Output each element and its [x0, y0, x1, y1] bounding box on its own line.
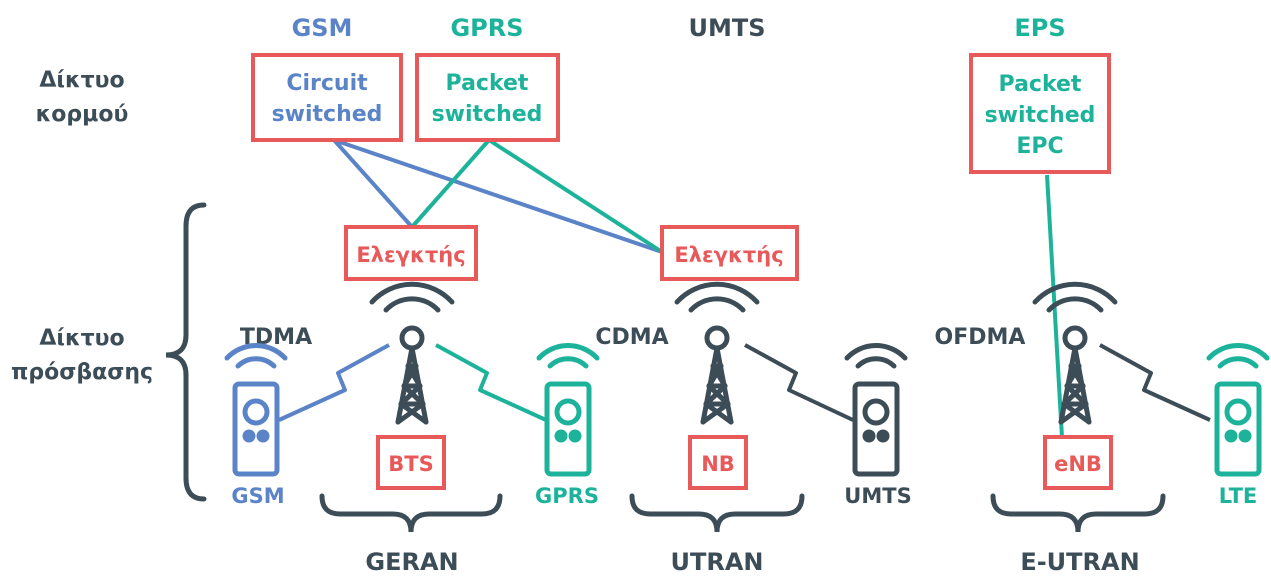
bts-label: BTS — [388, 452, 433, 476]
label-gsm-top: GSM — [292, 14, 353, 42]
packet-switched-line1: Packet — [446, 71, 529, 96]
radio-link-gsm — [278, 343, 390, 422]
phone-icon-gsm — [227, 346, 285, 474]
eutran-label: E-UTRAN — [1020, 548, 1139, 576]
radio-link-lte — [1099, 343, 1211, 422]
device-label-umts: UMTS — [844, 484, 911, 508]
controller-right-label: Ελεγκτής — [674, 243, 783, 267]
link-packet-to-controller-left — [410, 138, 491, 229]
geran-label: GERAN — [365, 548, 458, 576]
packet-switched-line2: switched — [432, 102, 543, 127]
label-umts-top: UMTS — [688, 14, 765, 42]
link-circuit-to-controller-right — [333, 138, 663, 254]
label-cdma: CDMA — [595, 325, 668, 350]
enb-box: eNB — [1043, 435, 1113, 490]
nb-label: NB — [701, 452, 735, 476]
circuit-switched-box: Circuit switched — [251, 53, 403, 142]
epc-line1: Packet — [999, 72, 1082, 97]
eutran-brace — [990, 493, 1166, 533]
tower-icon-geran — [372, 284, 452, 422]
access-network-brace — [165, 202, 207, 502]
phone-icon-gprs — [539, 346, 597, 474]
utran-label: UTRAN — [671, 548, 764, 576]
controller-right-box: Ελεγκτής — [660, 225, 799, 281]
label-eps-top: EPS — [1014, 14, 1065, 42]
epc-line2: switched — [985, 103, 1096, 128]
geran-brace — [319, 493, 503, 533]
access-network-label-line1: Δίκτυο — [39, 326, 124, 351]
link-packet-to-controller-right — [487, 138, 664, 254]
circuit-switched-line1: Circuit — [286, 71, 368, 96]
tower-icon-eutran — [1035, 284, 1115, 422]
access-network-label-line2: πρόσβασης — [11, 360, 153, 385]
circuit-switched-line2: switched — [272, 102, 383, 127]
controller-left-box: Ελεγκτής — [344, 225, 478, 281]
controller-left-label: Ελεγκτής — [356, 243, 465, 267]
nb-box: NB — [688, 435, 748, 490]
bts-box: BTS — [376, 435, 446, 490]
link-circuit-to-controller-left — [332, 138, 414, 229]
enb-label: eNB — [1054, 452, 1102, 476]
label-ofdma: OFDMA — [935, 325, 1026, 350]
device-label-lte: LTE — [1219, 484, 1258, 508]
epc-line3: EPC — [1016, 134, 1063, 159]
radio-link-umts — [744, 343, 854, 422]
phone-icon-lte — [1209, 346, 1267, 474]
device-label-gsm: GSM — [231, 484, 284, 508]
radio-link-gprs — [435, 343, 547, 422]
core-network-label-line2: κορμού — [36, 102, 129, 127]
phone-icon-umts — [847, 346, 905, 474]
packet-switched-box: Packet switched — [415, 53, 560, 142]
core-network-label-line1: Δίκτυο — [39, 68, 124, 93]
tower-icon-utran — [677, 284, 757, 422]
utran-brace — [629, 493, 805, 533]
label-gprs-top: GPRS — [450, 14, 523, 42]
link-epc-to-enb — [1045, 174, 1065, 456]
epc-box: Packet switched EPC — [969, 53, 1111, 174]
device-label-gprs: GPRS — [535, 484, 599, 508]
